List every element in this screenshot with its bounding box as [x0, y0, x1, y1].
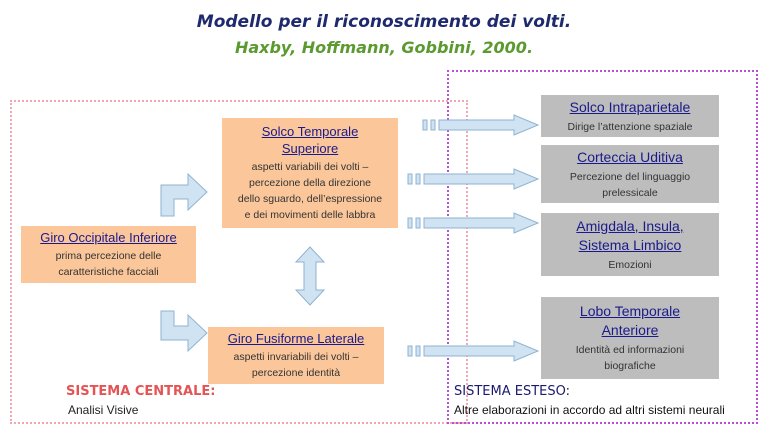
double-arrow-vertical-icon: [294, 246, 326, 306]
desc-line: prima percezione delle: [55, 250, 162, 262]
core-system-label: SISTEMA CENTRALE:: [66, 384, 216, 399]
extended-system-region: [447, 70, 758, 424]
arrow-right-icon: [422, 114, 540, 136]
core-system-sublabel: Analisi Visive: [68, 403, 139, 417]
desc-line: percezione identità: [251, 367, 341, 379]
arrow-right-icon: [407, 212, 540, 234]
node-name: Solco Temporale Superiore: [262, 123, 359, 157]
extended-system-sublabel: Altre elaborazioni in accordo ad altri s…: [454, 403, 725, 417]
node-description: Identità ed informazioni biografiche: [576, 342, 685, 374]
node-inferior-occipital-gyrus: Giro Occipitale Inferiore prima percezio…: [21, 226, 196, 283]
desc-line: percezione della direzione: [249, 177, 371, 189]
bent-arrow-up-icon: [160, 172, 208, 217]
node-auditory-cortex: Corteccia Uditiva Percezione del linguag…: [541, 145, 719, 203]
extended-system-label: SISTEMA ESTESO:: [454, 384, 570, 399]
node-name: Corteccia Uditiva: [577, 148, 683, 165]
name-line: Sistema Limbico: [578, 236, 682, 253]
desc-line: Identità ed informazioni: [575, 344, 685, 356]
desc-line: caratteristiche facciali: [58, 266, 159, 278]
core-system-region: [10, 100, 468, 424]
desc-line: aspetti invariabili dei volti –: [233, 351, 359, 363]
name-line: Superiore: [281, 141, 339, 156]
desc-line: dello sguardo, dell’espressione: [237, 193, 383, 205]
node-intraparietal-sulcus: Solco Intraparietale Dirige l’attenzione…: [541, 95, 719, 137]
name-line: Amigdala, Insula,: [576, 217, 684, 234]
extended-label-suffix: :: [565, 384, 571, 399]
node-description: Dirige l’attenzione spaziale: [567, 120, 693, 133]
arrow-right-icon: [407, 168, 540, 190]
node-description: Percezione del linguaggio prelessicale: [570, 169, 690, 201]
diagram-subtitle: Haxby, Hoffmann, Gobbini, 2000.: [234, 38, 534, 57]
node-lateral-fusiform-gyrus: Giro Fusiforme Laterale aspetti invariab…: [208, 327, 384, 384]
node-name: Lobo Temporale Anteriore: [580, 302, 680, 340]
desc-line: biografiche: [604, 360, 656, 372]
name-line: Lobo Temporale: [579, 303, 681, 319]
name-line: Anteriore: [601, 322, 659, 338]
node-description: aspetti variabili dei volti – percezione…: [238, 159, 382, 223]
arrow-right-icon: [407, 340, 540, 362]
diagram-title: Modello per il riconoscimento dei volti.: [196, 12, 572, 32]
node-superior-temporal-sulcus: Solco Temporale Superiore aspetti variab…: [222, 118, 398, 228]
node-description: aspetti invariabili dei volti – percezio…: [234, 349, 359, 381]
node-name: Solco Intraparietale: [569, 98, 691, 115]
node-amygdala-insula-limbic: Amigdala, Insula, Sistema Limbico Emozio…: [541, 213, 719, 276]
name-line: Solco Temporale: [261, 124, 359, 139]
desc-line: prelessicale: [602, 186, 658, 199]
desc-line: e dei movimenti delle labbra: [244, 209, 376, 221]
node-name: Giro Fusiforme Laterale: [227, 331, 365, 346]
node-description: Emozioni: [608, 258, 652, 271]
node-anterior-temporal-lobe: Lobo Temporale Anteriore Identità ed inf…: [541, 297, 719, 379]
node-name: Amigdala, Insula, Sistema Limbico: [576, 217, 683, 255]
extended-label-text: SISTEMA ESTESO: [454, 384, 566, 399]
bent-arrow-down-icon: [160, 310, 208, 353]
desc-line: Percezione del linguaggio: [569, 170, 691, 183]
desc-line: aspetti variabili dei volti –: [251, 161, 369, 173]
node-name: Giro Occipitale Inferiore: [40, 230, 177, 245]
node-description: prima percezione delle caratteristiche f…: [56, 248, 162, 280]
